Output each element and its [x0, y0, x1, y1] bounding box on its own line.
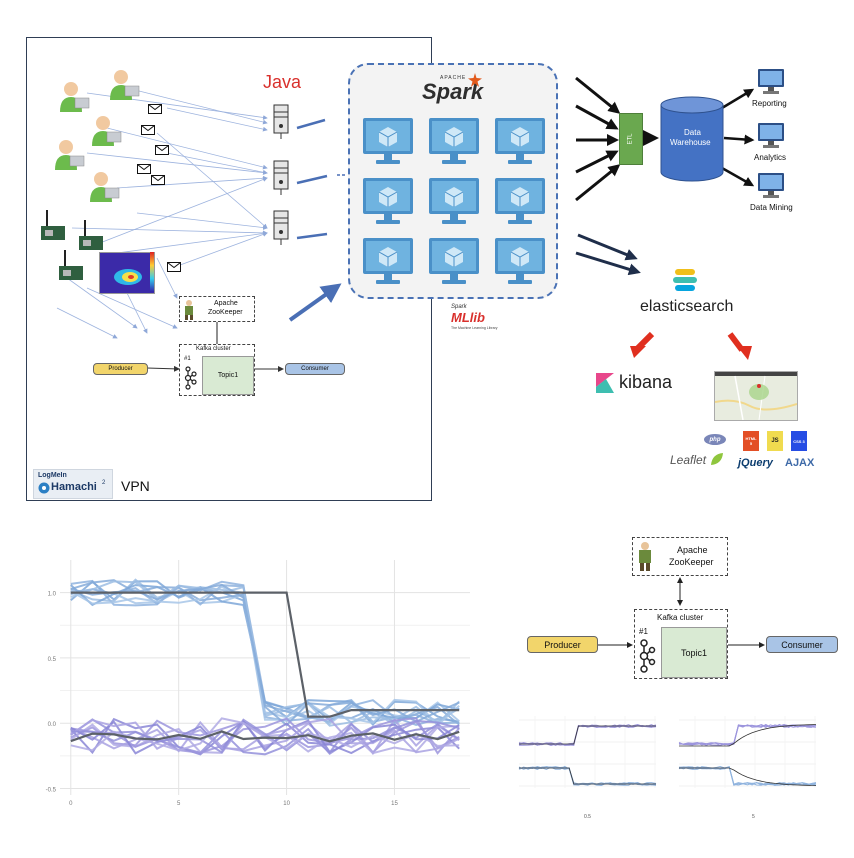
kafka-large-topic-box: Topic1: [661, 627, 727, 678]
series-line-blue: [70, 585, 460, 727]
zookeeper-line2: ZooKeeper: [208, 309, 243, 316]
vm-monitor-icon: [362, 177, 414, 232]
mllib-tagline: The Machine Learning Library: [451, 326, 498, 330]
kafka-large-topic-label: Topic1: [680, 647, 707, 658]
series-line-dark-step: [70, 591, 460, 718]
html5-logo: HTML 5: [743, 431, 759, 451]
consumer-box: Consumer: [285, 363, 345, 375]
monitor-icon: [756, 122, 786, 155]
series-line-purple: [70, 719, 460, 755]
heatmap-thumbnail: [99, 252, 155, 294]
zookeeper-box: Apache ZooKeeper: [179, 296, 255, 322]
output-label: Analytics: [754, 153, 787, 162]
monitor-icon: [756, 68, 786, 101]
zookeeper-large-line1: Apache: [677, 545, 708, 555]
consumer-large-label: Consumer: [781, 639, 823, 650]
small-guide-step-down: [519, 767, 656, 785]
kafka-cluster-box-large: Kafka cluster #1 Topic1: [634, 609, 728, 679]
hamachi-logmein-text: LogMeIn: [38, 472, 67, 479]
vm-monitor-icon: [494, 117, 546, 172]
kafka-cluster-box: Kafka cluster #1 Topic1: [179, 344, 255, 396]
heatmap-colorbar: [150, 252, 154, 292]
output-label: Reporting: [752, 99, 787, 108]
spark-cluster-box: APACHE Spark: [348, 63, 558, 299]
map-toolbar: [715, 372, 797, 376]
small-chart-right-tick: 5: [752, 814, 755, 820]
x-tick-label: 5: [177, 801, 181, 807]
vm-monitor-icon: [428, 117, 480, 172]
warehouse-line2: Warehouse: [670, 138, 711, 147]
map-screenshot: [714, 371, 798, 421]
spark-apache-text: APACHE: [440, 75, 467, 81]
series-line-blue: [70, 588, 460, 726]
mllib-name: MLlib: [451, 310, 485, 325]
ajax-logo: AJAX: [785, 457, 815, 469]
producer-box: Producer: [93, 363, 148, 375]
kafka-cluster-title: Kafka cluster: [196, 346, 231, 352]
output-label: Data Mining: [750, 203, 793, 212]
consumer-box-large: Consumer: [766, 636, 838, 653]
series-line-purple: [70, 717, 460, 755]
php-logo: php: [704, 434, 726, 445]
elasticsearch-label: elasticsearch: [640, 298, 734, 315]
x-tick-label: 10: [283, 801, 290, 807]
small-series-purple: [518, 723, 657, 746]
series-line-purple: [70, 718, 460, 754]
kafka-partition-label: #1: [184, 356, 191, 362]
leaflet-logo: Leaflet: [670, 453, 707, 467]
vm-monitor-icon: [362, 117, 414, 172]
y-tick-label: -0.5: [46, 787, 57, 793]
vm-monitor-icon: [362, 237, 414, 292]
main-line-chart: 1.0 0.5 0.0 -0.5 0 5 10 15: [46, 560, 470, 807]
y-tick-label: 0.5: [48, 657, 57, 663]
small-chart-left: [515, 712, 660, 792]
vm-monitor-icon: [494, 237, 546, 292]
zookeeper-large-line2: ZooKeeper: [669, 557, 714, 567]
small-guide-curve-down: [679, 767, 817, 786]
producer-large-label: Producer: [544, 639, 581, 650]
vm-monitor-icon: [428, 177, 480, 232]
vm-monitor-icon: [494, 177, 546, 232]
warehouse-line1: Data: [684, 128, 701, 137]
java-label: Java: [263, 72, 302, 92]
vm-monitor-icon: [428, 237, 480, 292]
zookeeper-line1: Apache: [214, 300, 238, 307]
hamachi-sup: 2: [102, 480, 106, 486]
small-chart-right: [675, 712, 820, 792]
consumer-label: Consumer: [301, 366, 329, 372]
hamachi-name: Hamachi: [51, 481, 97, 493]
kafka-topic-box: Topic1: [202, 356, 254, 395]
kafka-topic-label: Topic1: [217, 372, 239, 379]
kafka-large-partition: #1: [639, 627, 648, 636]
small-guide-step-up: [519, 725, 656, 745]
small-guide-curve-up: [679, 724, 817, 747]
y-tick-label: 1.0: [48, 592, 57, 598]
zookeeper-box-large: Apache ZooKeeper: [632, 537, 728, 576]
producer-box-large: Producer: [527, 636, 598, 653]
javascript-logo: JS: [767, 431, 783, 451]
ingestion-arrows: [56, 87, 345, 372]
hamachi-logo: LogMeIn Hamachi 2: [33, 469, 113, 499]
mllib-spark-text: Spark: [451, 304, 467, 310]
kibana-label: kibana: [619, 372, 673, 392]
series-line-purple: [70, 719, 460, 754]
small-chart-left-tick: 0.5: [584, 814, 591, 820]
etl-box: ETL: [619, 113, 643, 165]
producer-label: Producer: [108, 366, 133, 372]
x-tick-label: 0: [69, 801, 73, 807]
css3-logo: CSS 3: [791, 431, 807, 451]
mllib-logo: Spark MLlib The Machine Learning Library: [451, 304, 521, 334]
vpn-label: VPN: [121, 478, 150, 494]
series-line-dark-flat: [70, 730, 460, 743]
kafka-large-title: Kafka cluster: [657, 613, 704, 622]
y-tick-label: 0.0: [48, 722, 57, 728]
x-tick-label: 15: [391, 801, 398, 807]
jquery-logo: jQuery: [738, 457, 773, 469]
monitor-icon: [756, 172, 786, 205]
